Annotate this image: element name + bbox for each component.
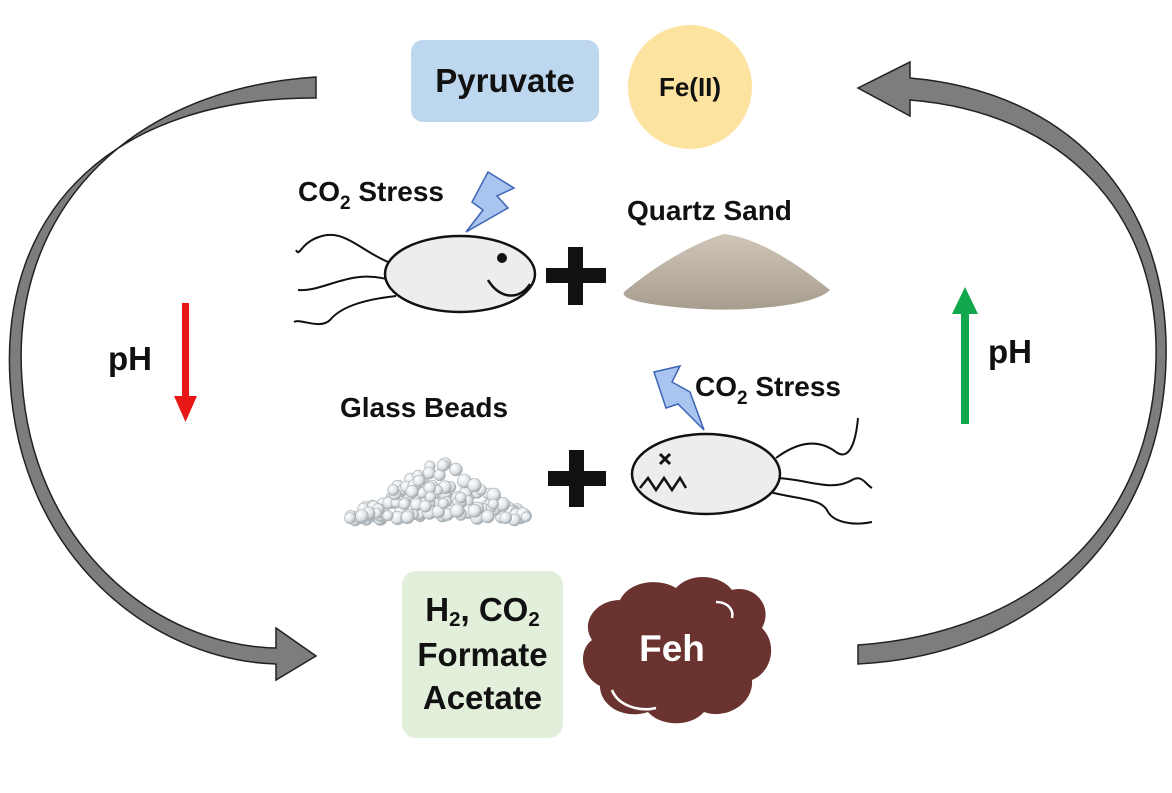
products-formate-label: Formate <box>417 635 548 673</box>
lightning-icon-bottom <box>653 364 705 431</box>
quartz-sand-label: Quartz Sand <box>627 195 792 226</box>
glass-bead <box>437 497 449 509</box>
glass-bead <box>449 462 463 477</box>
co2-stress-bottom-label: CO2 Stress <box>695 371 841 409</box>
glass-bead <box>419 499 432 513</box>
glass-bead <box>355 509 369 523</box>
right-cycle-arrow <box>856 60 1167 665</box>
feh-blob <box>582 576 772 724</box>
glass-bead <box>520 511 532 523</box>
glass-bead <box>499 511 512 524</box>
glass-bead <box>398 498 411 510</box>
pyruvate-box: Pyruvate <box>411 40 599 122</box>
glass-bead <box>387 484 400 496</box>
glass-bead <box>454 491 467 504</box>
products-gases-label: H2, CO2 <box>425 591 540 632</box>
glass-bead <box>450 503 465 518</box>
glass-beads-label: Glass Beads <box>340 392 508 423</box>
feh-label: Feh <box>639 628 705 669</box>
co2-stress-top-label: CO2 Stress <box>298 176 444 214</box>
products-acetate-label: Acetate <box>422 678 543 716</box>
glass-bead <box>467 478 482 493</box>
glass-bead <box>436 459 450 472</box>
glass-bead <box>412 474 426 488</box>
glass-bead <box>424 491 436 503</box>
lightning-icon <box>465 170 516 233</box>
fe2-circle: Fe(II) <box>628 25 752 149</box>
glass-bead <box>382 510 394 522</box>
bacterium-happy <box>293 233 537 325</box>
glass-bead <box>487 498 499 510</box>
glass-beads-pile <box>344 457 532 527</box>
glass-bead <box>481 509 495 524</box>
glass-bead <box>400 510 415 524</box>
products-box: H2, CO2 Formate Acetate <box>402 571 563 738</box>
glass-bead <box>344 512 356 524</box>
plus-sign-bottom <box>548 450 606 507</box>
pyruvate-label: Pyruvate <box>435 62 575 99</box>
quartz-sand-pile <box>623 234 830 310</box>
fe2-label: Fe(II) <box>658 71 722 102</box>
ph-left-label: pH <box>108 340 152 377</box>
plus-sign-top <box>546 247 606 305</box>
glass-bead <box>467 503 482 518</box>
ph-right-label: pH <box>988 333 1032 370</box>
left-cycle-arrow <box>8 76 318 682</box>
ph-up-arrow <box>952 287 978 424</box>
ph-down-arrow <box>174 303 197 422</box>
glass-bead <box>405 484 419 498</box>
bacterium-stressed <box>630 417 873 525</box>
